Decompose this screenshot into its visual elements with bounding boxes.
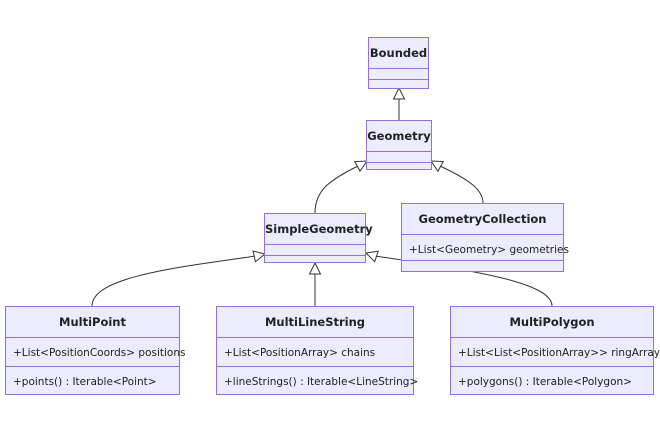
- class-name: SimpleGeometry: [265, 214, 373, 245]
- class-multi-polygon[interactable]: MultiPolygon +List<List<PositionArray>> …: [450, 306, 660, 395]
- methods-section: [402, 261, 563, 271]
- class-name: MultiLineString: [217, 307, 413, 338]
- class-multi-point[interactable]: MultiPoint +List<PositionCoords> positio…: [5, 306, 186, 395]
- class-name: Bounded: [369, 38, 428, 69]
- attributes-section: [369, 69, 428, 80]
- class-multi-line-string[interactable]: MultiLineString +List<PositionArray> cha…: [216, 306, 419, 395]
- class-simple-geometry[interactable]: SimpleGeometry: [264, 213, 373, 266]
- attributes-section: [265, 245, 365, 256]
- class-name: MultiPolygon: [451, 307, 653, 338]
- inheritance-arrowhead-icon: [364, 250, 379, 263]
- edge-geometry_collection-to-geometry: [439, 165, 484, 204]
- methods-section: +points() : Iterable<Point>: [6, 367, 179, 395]
- method: +points() : Iterable<Point>: [13, 375, 157, 388]
- attribute: +List<PositionCoords> positions: [13, 347, 186, 359]
- class-geometry-collection[interactable]: GeometryCollection +List<Geometry> geome…: [401, 203, 569, 272]
- attribute: +List<Geometry> geometries: [409, 244, 569, 256]
- attributes-section: +List<PositionArray> chains: [217, 338, 413, 367]
- methods-section: [265, 256, 365, 266]
- inheritance-arrowhead-icon: [430, 160, 445, 173]
- inheritance-arrowhead-icon: [392, 86, 406, 100]
- inheritance-arrowhead-icon: [353, 160, 368, 173]
- inheritance-arrowhead-icon: [252, 250, 267, 263]
- attributes-section: +List<Geometry> geometries: [402, 235, 569, 261]
- attribute: +List<PositionArray> chains: [224, 347, 376, 359]
- attributes-section: [367, 152, 431, 163]
- class-name: GeometryCollection: [402, 204, 563, 235]
- edge-simple_geometry-to-geometry: [314, 165, 359, 214]
- attributes-section: +List<PositionCoords> positions: [6, 338, 186, 367]
- methods-section: +polygons() : Iterable<Polygon>: [451, 367, 653, 395]
- methods-section: [367, 163, 431, 173]
- method: +polygons() : Iterable<Polygon>: [458, 375, 632, 388]
- method: +lineStrings() : Iterable<LineString>: [224, 375, 419, 388]
- attributes-section: +List<List<PositionArray>> ringArrays: [451, 338, 660, 367]
- class-name: Geometry: [367, 121, 431, 152]
- attribute: +List<List<PositionArray>> ringArrays: [458, 347, 660, 359]
- edge-multi_point-to-simple_geometry: [91, 255, 257, 307]
- class-geometry[interactable]: Geometry: [366, 120, 432, 170]
- class-name: MultiPoint: [6, 307, 179, 338]
- class-bounded[interactable]: Bounded: [368, 37, 429, 89]
- inheritance-arrowhead-icon: [308, 261, 322, 275]
- methods-section: [369, 80, 428, 90]
- methods-section: +lineStrings() : Iterable<LineString>: [217, 367, 419, 395]
